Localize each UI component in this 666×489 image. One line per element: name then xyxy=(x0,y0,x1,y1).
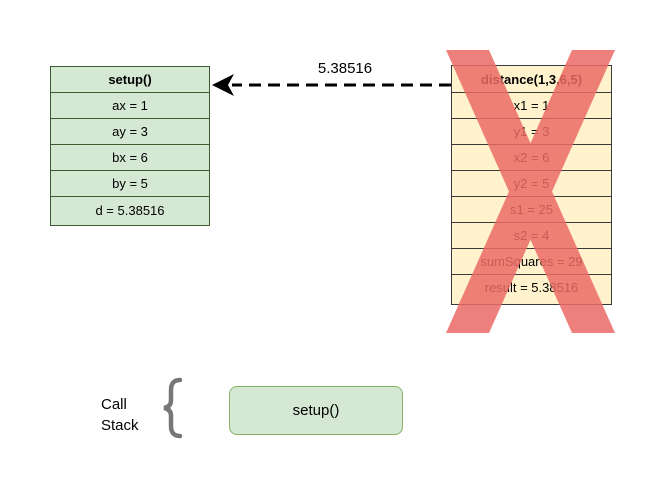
distance-var-sumsquares: sumSquares = 29 xyxy=(452,249,611,275)
distance-var-y2: y2 = 5 xyxy=(452,171,611,197)
call-stack-label-line1: Call xyxy=(101,396,127,413)
curly-brace-icon xyxy=(163,377,183,439)
distance-frame-title: distance(1,3,6,5) xyxy=(452,66,611,93)
setup-frame-table: setup() ax = 1 ay = 3 bx = 6 by = 5 d = … xyxy=(50,66,210,226)
distance-var-s2: s2 = 4 xyxy=(452,223,611,249)
distance-var-x2: x2 = 6 xyxy=(452,145,611,171)
distance-var-s1: s1 = 25 xyxy=(452,197,611,223)
setup-frame-title: setup() xyxy=(51,67,209,93)
distance-var-result: result = 5.38516 xyxy=(484,280,579,295)
setup-var-ay: ay = 3 xyxy=(51,119,209,145)
dashed-arrow-left-icon xyxy=(212,74,451,96)
setup-var-bx: bx = 6 xyxy=(51,145,209,171)
distance-var-y1: y1 = 3 xyxy=(452,119,611,145)
setup-var-by: by = 5 xyxy=(51,171,209,197)
setup-var-d: d = 5.38516 xyxy=(95,203,165,218)
distance-frame-table: distance(1,3,6,5) x1 = 1 y1 = 3 x2 = 6 y… xyxy=(451,65,612,305)
call-stack-label-line2: Stack xyxy=(101,417,139,434)
distance-var-x1: x1 = 1 xyxy=(452,93,611,119)
call-stack-label: Call Stack xyxy=(101,394,139,436)
return-value-label: 5.38516 xyxy=(317,60,373,77)
call-stack-item-setup: setup() xyxy=(229,386,403,435)
setup-var-ax: ax = 1 xyxy=(51,93,209,119)
